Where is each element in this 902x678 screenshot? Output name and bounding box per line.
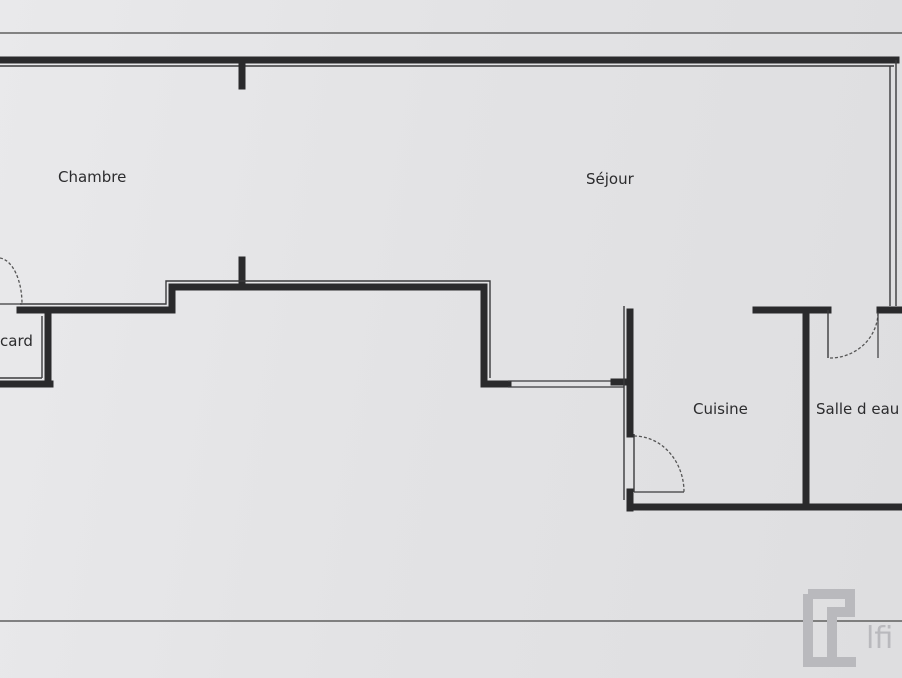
wall-interior — [16, 283, 512, 388]
placard-door-swing — [0, 257, 23, 305]
room-label-cuisine: Cuisine — [693, 400, 748, 418]
bath-door-swing — [829, 311, 879, 359]
watermark-logo-mark — [803, 589, 856, 667]
room-label-placard: card — [0, 332, 33, 350]
cuisine-door-swing — [633, 435, 685, 493]
room-label-salle-deau: Salle d eau — [816, 400, 899, 418]
watermark-text: lfi — [866, 621, 893, 656]
room-label-chambre: Chambre — [58, 168, 126, 186]
watermark-logo: lfi — [803, 589, 893, 667]
wall-interior-edge — [20, 280, 491, 378]
room-label-sejour: Séjour — [586, 170, 635, 188]
